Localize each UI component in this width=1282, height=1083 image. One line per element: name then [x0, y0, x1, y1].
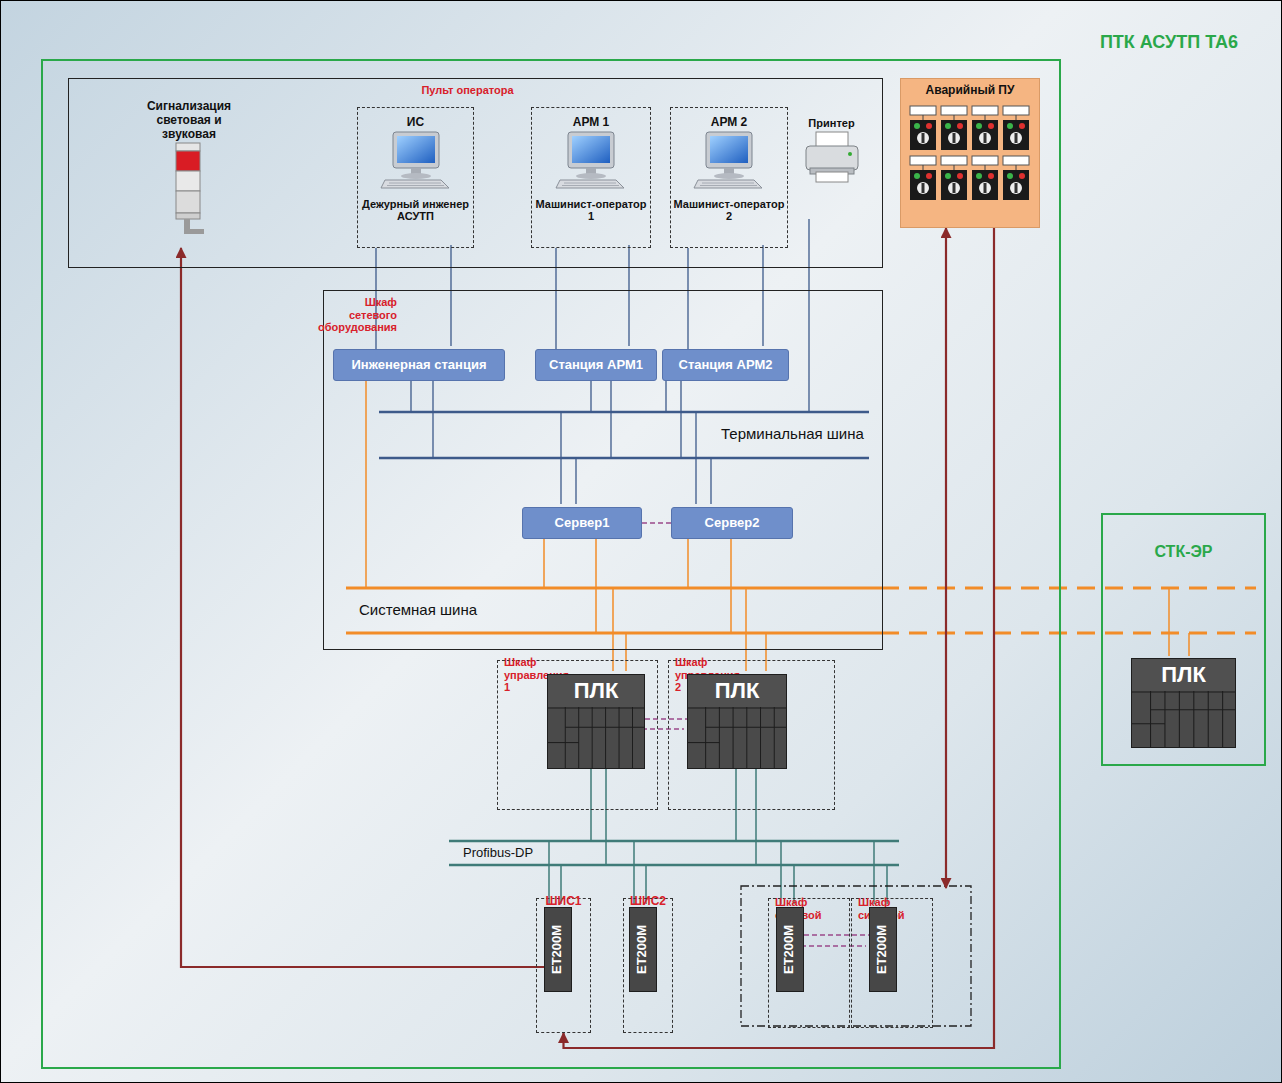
node-label: АРМ 1: [573, 116, 610, 130]
profibus-bus: [449, 841, 899, 865]
io-module: ET200M: [544, 907, 572, 992]
node-label: ET200M: [876, 925, 891, 974]
operator-console: Пульт оператораСигнализация световая и з…: [68, 78, 883, 268]
connector: [804, 934, 869, 936]
node-label: Шкаф сетевого оборудования: [317, 296, 397, 334]
station-box: Инженерная станция: [333, 349, 505, 381]
signal-tower: Сигнализация световая и звуковая: [104, 96, 274, 248]
bus-label: Системная шина: [359, 601, 477, 618]
station-box: Станция АРМ2: [662, 349, 789, 381]
control-cabinet: Шкаф управления 2ПЛК: [668, 660, 835, 810]
io-cabinet: ШИС2ET200M: [623, 898, 673, 1033]
workstation-box: АРМ 2 Машинист-оператор 2: [670, 107, 788, 248]
pc-icon: [379, 130, 453, 196]
node-label: ПЛК: [574, 678, 619, 703]
node-label: Инженерная станция: [351, 358, 486, 373]
system-bus: [346, 588, 1256, 633]
node-label: Сервер1: [555, 516, 610, 531]
power-group-outline: [741, 886, 971, 1026]
server-box: Сервер1: [522, 507, 642, 539]
connector: [687, 248, 688, 349]
system-wires: [366, 378, 1189, 671]
bus-label: Profibus-DP: [463, 846, 533, 861]
connector: [181, 248, 544, 967]
io-module: ET200M: [776, 907, 804, 992]
node-label: СТК-ЭР: [1103, 543, 1264, 561]
node-label: Принтер: [808, 117, 854, 130]
io-module: ET200M: [869, 907, 897, 992]
workstation-box: АРМ 1 Машинист-оператор 1: [531, 107, 651, 248]
panel-icon: [906, 104, 1034, 208]
profibus-wires: [549, 766, 887, 904]
node-label: Дежурный инженер АСУТП: [358, 198, 473, 223]
connector: [645, 718, 687, 720]
node-label: Аварийный ПУ: [926, 84, 1015, 98]
power-cabinet: Шкаф силовойET200M: [768, 898, 850, 1028]
connector: [555, 248, 556, 349]
node-label: Машинист-оператор 1: [532, 198, 650, 223]
connector: [642, 522, 671, 524]
station-box: Станция АРМ1: [535, 349, 657, 381]
plc-rack: ПЛК: [1131, 658, 1236, 748]
workstation-box: ИС Дежурный инженер АСУТП: [357, 107, 474, 248]
plc-rack: ПЛК: [687, 674, 787, 769]
lamp-icon: [172, 141, 206, 241]
external-system: СТК-ЭР ПЛК: [1101, 513, 1266, 766]
node-label: ПЛК: [1161, 662, 1206, 687]
node-label: Станция АРМ2: [679, 358, 773, 373]
node-label: ИС: [407, 116, 424, 130]
connector: [945, 228, 947, 888]
printer: Принтер: [789, 107, 874, 222]
node-label: ET200M: [551, 925, 566, 974]
server-box: Сервер2: [671, 507, 793, 539]
node-label: Станция АРМ1: [549, 358, 643, 373]
control-cabinet: Шкаф управления 1ПЛК: [497, 660, 658, 810]
terminal-bus: [379, 412, 869, 458]
node-label: ET200M: [783, 925, 798, 974]
power-cabinet: Шкаф силовойET200M: [851, 898, 933, 1028]
node-label: Машинист-оператор 2: [671, 198, 787, 223]
node-label: ET200M: [636, 925, 651, 974]
network-cabinet: Шкаф сетевого оборудованияИнженерная ста…: [323, 290, 883, 650]
emergency-panel: Аварийный ПУ: [900, 78, 1040, 228]
node-label: АРМ 2: [711, 116, 748, 130]
pc-icon: [554, 130, 628, 196]
pc-icon: [692, 130, 766, 196]
io-module: ET200M: [629, 907, 657, 992]
bus-label: Терминальная шина: [721, 425, 864, 442]
node-label: ПТК АСУТП ТА6: [661, 32, 1282, 53]
system-boundary: ПТК АСУТП ТА6Пульт оператораСигнализация…: [41, 59, 1061, 1069]
node-label: Сервер2: [705, 516, 760, 531]
io-cabinet: ШИС1ET200M: [536, 898, 591, 1033]
printer-icon: [802, 130, 862, 188]
node-label: Пульт оператора: [61, 84, 874, 97]
plc-rack: ПЛК: [547, 674, 645, 769]
node-label: ПЛК: [715, 678, 760, 703]
node-label: Сигнализация световая и звуковая: [134, 100, 244, 141]
